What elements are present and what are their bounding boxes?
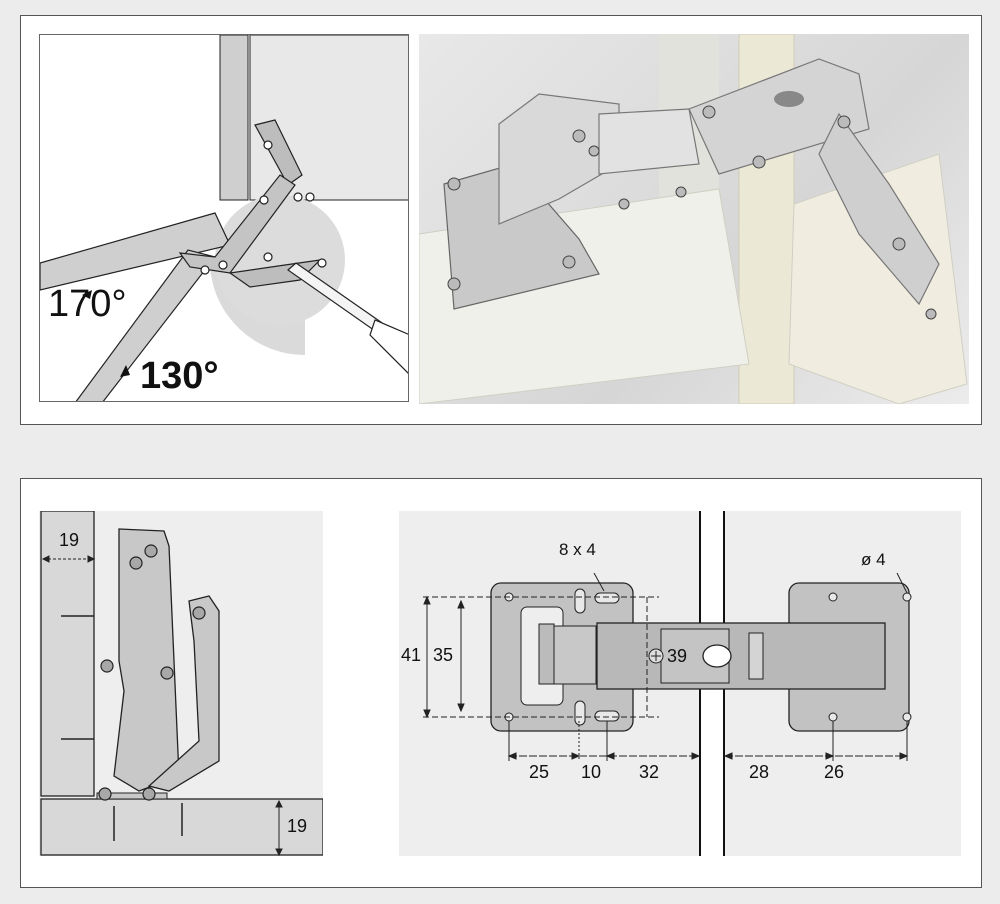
hole-diameter-dimension: ø 4 [861, 550, 886, 569]
side-view-diagram: 19 19 [39, 511, 323, 856]
x4-dimension: 28 [749, 762, 770, 782]
angle-130-label: 130° [140, 355, 219, 397]
inner-height-dimension: 35 [433, 645, 454, 665]
x5-dimension: 26 [824, 762, 845, 782]
side-thickness-dimension: 19 [59, 530, 80, 550]
top-panel: 170° 130° [20, 15, 982, 425]
outer-height-dimension: 41 [401, 645, 422, 665]
hinge-angle-drawing [40, 35, 408, 401]
bottom-panel: 19 19 [20, 478, 982, 888]
x1-dimension: 25 [529, 762, 550, 782]
plan-view-drawing [423, 511, 912, 856]
side-view-drawing [40, 511, 323, 856]
bottom-thickness-dimension: 19 [287, 816, 308, 836]
hinge-photo-drawing [419, 34, 968, 404]
opening-angle-diagram: 170° 130° [39, 34, 409, 402]
slot-size-dimension: 8 x 4 [559, 540, 596, 559]
x2-dimension: 10 [581, 762, 602, 782]
center-dimension: 39 [667, 646, 688, 666]
x3-dimension: 32 [639, 762, 660, 782]
hinge-product-photo [419, 34, 969, 404]
plan-view-diagram: 8 x 4 ø 4 41 35 39 25 10 32 28 26 [399, 511, 961, 856]
angle-170-label: 170° [48, 283, 127, 325]
